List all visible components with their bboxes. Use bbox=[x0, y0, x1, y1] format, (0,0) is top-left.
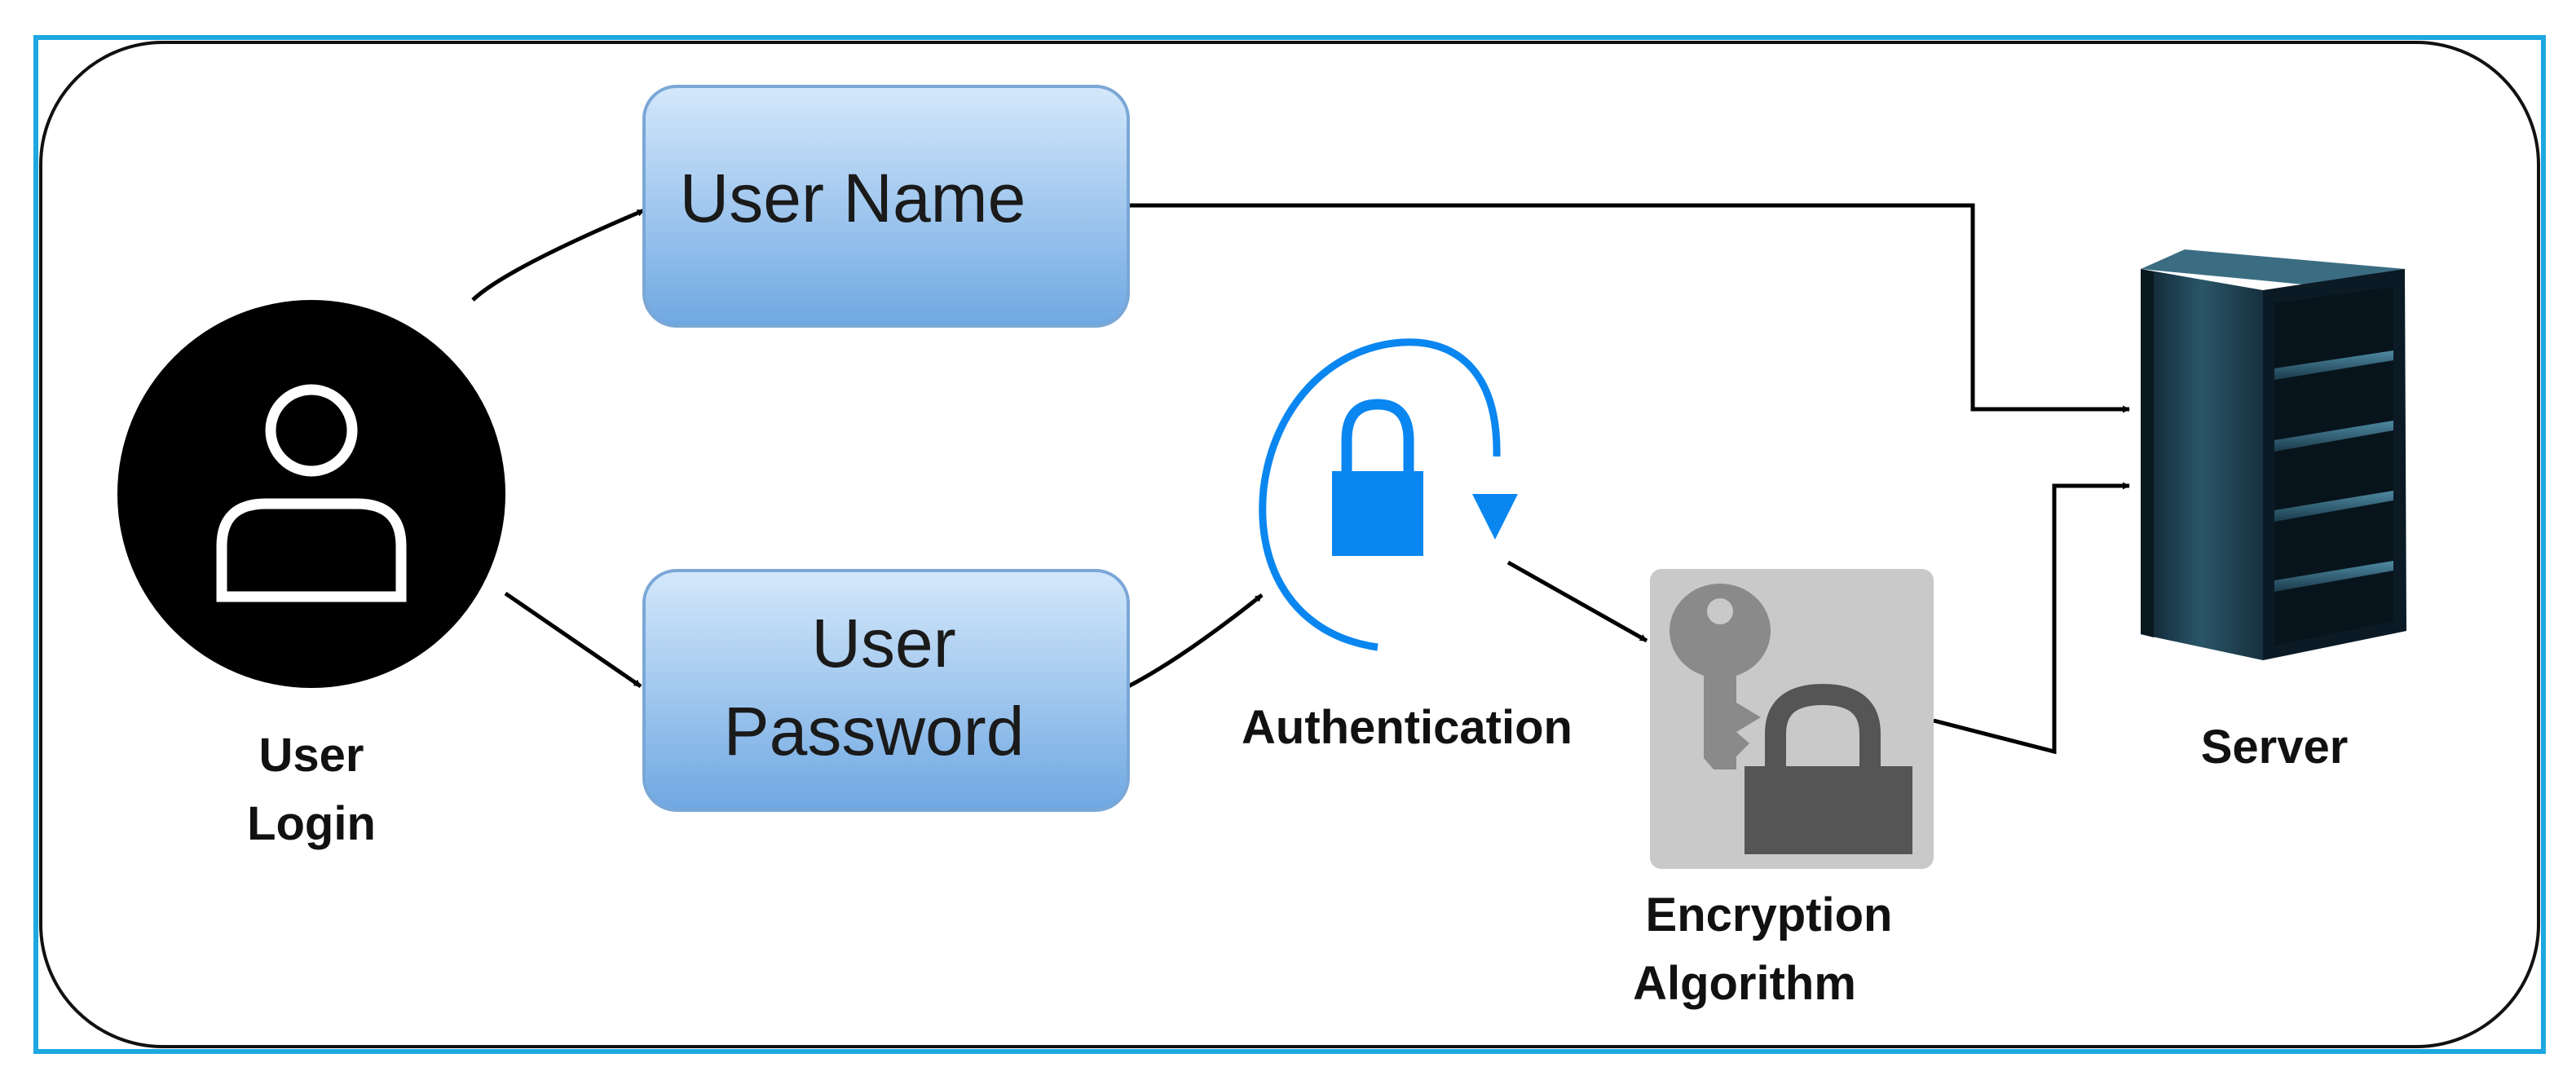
node-user-password: User Password bbox=[642, 569, 1130, 812]
key-lock-icon bbox=[1670, 584, 1912, 854]
encryption-label-line1: Encryption bbox=[1646, 888, 1893, 941]
user-password-box bbox=[642, 569, 1130, 812]
server-label: Server bbox=[2201, 721, 2349, 774]
node-authentication: Authentication bbox=[1242, 338, 1573, 754]
edges bbox=[471, 203, 2130, 755]
lock-refresh-icon bbox=[1259, 338, 1518, 651]
node-encryption-algorithm: Encryption Algorithm bbox=[1633, 569, 1934, 1010]
server-rack-icon bbox=[2141, 249, 2406, 660]
edge-encryption-to-server bbox=[1933, 482, 2130, 755]
user-password-label-line2: Password bbox=[724, 693, 1025, 769]
edge-user-to-password bbox=[504, 591, 642, 689]
edge-username-to-server bbox=[1128, 203, 2130, 413]
edge-user-to-username bbox=[471, 208, 645, 302]
user-login-label-line1: User bbox=[259, 729, 364, 782]
user-name-box bbox=[642, 85, 1130, 328]
user-name-label: User Name bbox=[680, 160, 1026, 236]
encryption-label-line2: Algorithm bbox=[1633, 957, 1856, 1010]
user-icon bbox=[216, 384, 407, 602]
user-password-label-line1: User bbox=[811, 605, 955, 681]
node-server: Server bbox=[2141, 249, 2406, 774]
node-user-name: User Name bbox=[642, 85, 1130, 328]
user-icon-background bbox=[117, 300, 505, 688]
edge-auth-to-encryption bbox=[1506, 560, 1648, 643]
edge-password-to-auth bbox=[1127, 593, 1264, 689]
user-login-label-line2: Login bbox=[247, 797, 376, 850]
node-user-login: User Login bbox=[117, 300, 505, 850]
outer-frame bbox=[33, 35, 2546, 1054]
authentication-label: Authentication bbox=[1242, 701, 1573, 754]
